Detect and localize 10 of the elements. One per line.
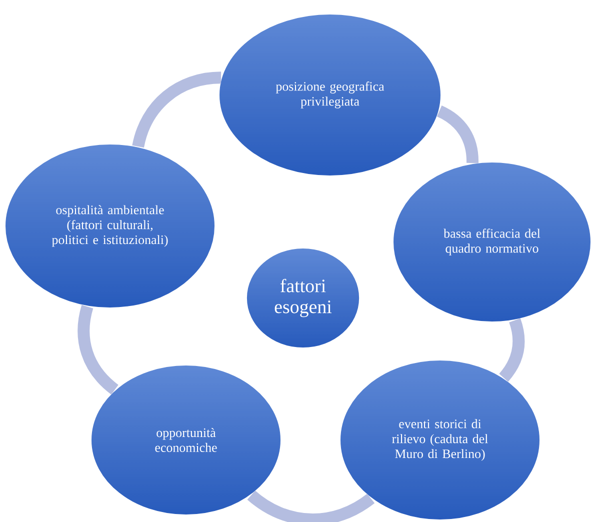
ring-connector [78,305,119,394]
ring-connector [499,318,525,382]
circle-node: ospitalità ambientale (fattori culturali, politici e istituzionali) [4,144,216,308]
circle-node: fattori esogeni [246,248,360,348]
circle-node: bassa efficacia del quadro normativo [392,162,592,322]
ring-connector [132,72,222,148]
circle-node: opportunità economiche [90,364,282,516]
circle-node: posizione geografica privilegiata [218,14,442,176]
circle-node: eventi storici di rilievo (caduta del Muro di Berlino) [340,360,540,520]
ring-connector [248,490,374,522]
